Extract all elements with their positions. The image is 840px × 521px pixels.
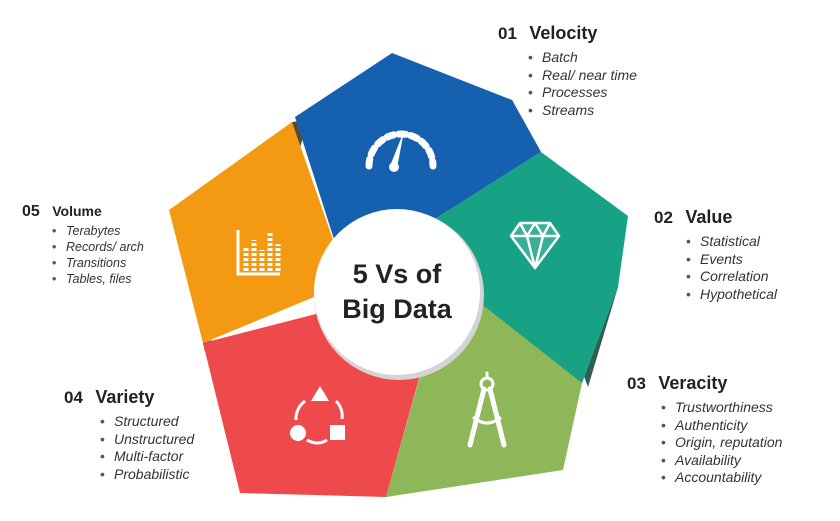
list-item: •Availability (661, 451, 741, 468)
diamond-icon (509, 221, 561, 270)
list-item: •Terabytes (52, 224, 121, 238)
variety-list: •Structured •Unstructured •Multi-factor … (100, 413, 194, 483)
list-item: •Origin, reputation (661, 434, 783, 451)
volume-title: Volume (52, 203, 102, 219)
veracity-title: Veracity (658, 373, 728, 393)
volume-number: 05 (22, 203, 40, 220)
list-item: •Hypothetical (686, 285, 778, 302)
list-item: •Records/ arch (52, 240, 144, 254)
value-list: •Statistical •Events •Correlation •Hypot… (686, 233, 777, 303)
variety-panel: 04 Variety •Structured •Unstructured •Mu… (64, 388, 194, 483)
velocity-panel: 01 Velocity •Batch •Real/ near time •Pro… (498, 24, 637, 119)
variety-title: Variety (95, 387, 155, 407)
list-item: •Streams (528, 101, 595, 118)
list-item: •Real/ near time (528, 66, 637, 83)
list-item: •Statistical (686, 233, 760, 249)
center-title-line1: 5 Vs of (353, 259, 443, 289)
segment-value (430, 152, 628, 383)
bar-chart-icon (236, 230, 281, 276)
list-item: •Correlation (686, 268, 769, 284)
value-number: 02 (654, 208, 673, 227)
velocity-title: Velocity (529, 23, 598, 43)
list-item: •Tables, files (52, 272, 132, 286)
veracity-panel: 03 Veracity •Trustworthiness •Authentici… (627, 374, 782, 487)
list-item: •Probabilistic (100, 465, 190, 482)
variety-number: 04 (64, 388, 83, 407)
volume-panel: 05 Volume •Terabytes •Records/ arch •Tra… (22, 204, 144, 287)
volume-list: •Terabytes •Records/ arch •Transitions •… (52, 223, 144, 287)
list-item: •Trustworthiness (661, 399, 773, 415)
list-item: •Batch (528, 49, 578, 65)
list-item: •Authenticity (661, 416, 748, 433)
list-item: •Multi-factor (100, 448, 184, 464)
shapes-cycle-icon (290, 386, 345, 445)
compass-icon (467, 371, 507, 448)
speedometer-icon (365, 130, 437, 172)
value-title: Value (685, 207, 733, 227)
center-title-line2: Big Data (342, 294, 453, 324)
list-item: •Unstructured (100, 430, 195, 447)
list-item: •Processes (528, 84, 608, 100)
value-panel: 02 Value •Statistical •Events •Correlati… (654, 208, 777, 303)
veracity-list: •Trustworthiness •Authenticity •Origin, … (661, 399, 782, 487)
velocity-number: 01 (498, 24, 517, 43)
list-item: •Transitions (52, 256, 127, 270)
list-item: •Accountability (661, 469, 762, 486)
center-circle (314, 209, 480, 375)
list-item: •Structured (100, 413, 179, 429)
velocity-list: •Batch •Real/ near time •Processes •Stre… (528, 49, 637, 119)
veracity-number: 03 (627, 374, 646, 393)
segment-volume (169, 122, 348, 343)
list-item: •Events (686, 250, 743, 267)
